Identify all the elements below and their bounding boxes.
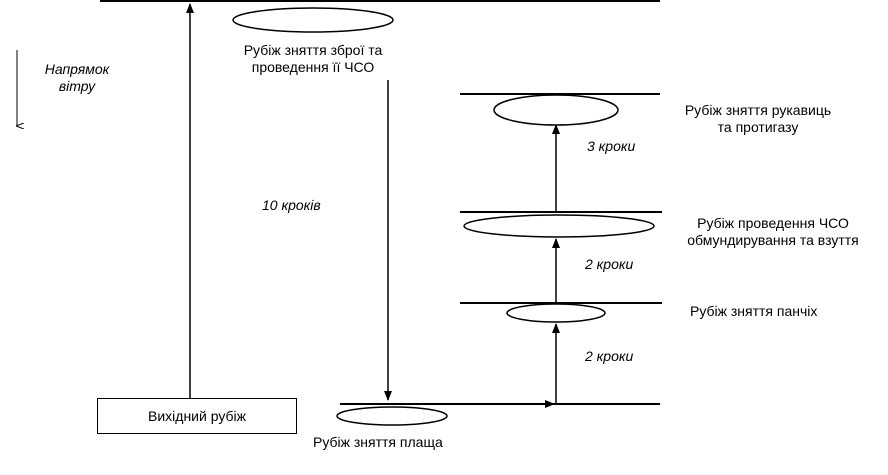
wind-direction-label: Напрямок вітру <box>32 61 122 95</box>
uniform-label-line1: Рубіж проведення ЧСО <box>697 215 849 231</box>
start-line-label: Вихідний рубіж <box>148 408 246 424</box>
start-line-box: Вихідний рубіж <box>97 398 297 434</box>
weapon-removal-ellipse <box>232 7 394 33</box>
weapon-label-line1: Рубіж зняття зброї та <box>243 42 383 58</box>
uniform-decontamination-label: Рубіж проведення ЧСО обмундирування та в… <box>664 215 882 249</box>
gloves-label-line2: та протигазу <box>717 119 799 135</box>
uniform-label-line2: обмундирування та взуття <box>687 232 859 248</box>
wind-label-line1: Напрямок <box>44 61 110 77</box>
gloves-removal-label: Рубіж зняття рукавиць та протигазу <box>668 102 848 136</box>
two-steps-lower-label: 2 кроки <box>585 348 634 364</box>
weapon-label-line2: проведення її ЧСО <box>251 59 375 75</box>
uniform-decontamination-ellipse <box>463 214 655 238</box>
stockings-removal-label: Рубіж зняття панчіх <box>690 303 818 319</box>
three-steps-label: 3 кроки <box>587 138 636 154</box>
wind-label-line2: вітру <box>58 78 96 94</box>
stockings-removal-ellipse <box>506 303 606 323</box>
gloves-removal-ellipse <box>493 94 619 126</box>
cloak-removal-label: Рубіж зняття плаща <box>313 434 443 450</box>
weapon-removal-label: Рубіж зняття зброї та проведення її ЧСО <box>208 42 418 76</box>
two-steps-upper-label: 2 кроки <box>585 256 634 272</box>
ten-steps-label: 10 кроків <box>262 197 321 213</box>
cloak-removal-ellipse <box>336 406 448 426</box>
gloves-label-line1: Рубіж зняття рукавиць <box>684 102 832 118</box>
